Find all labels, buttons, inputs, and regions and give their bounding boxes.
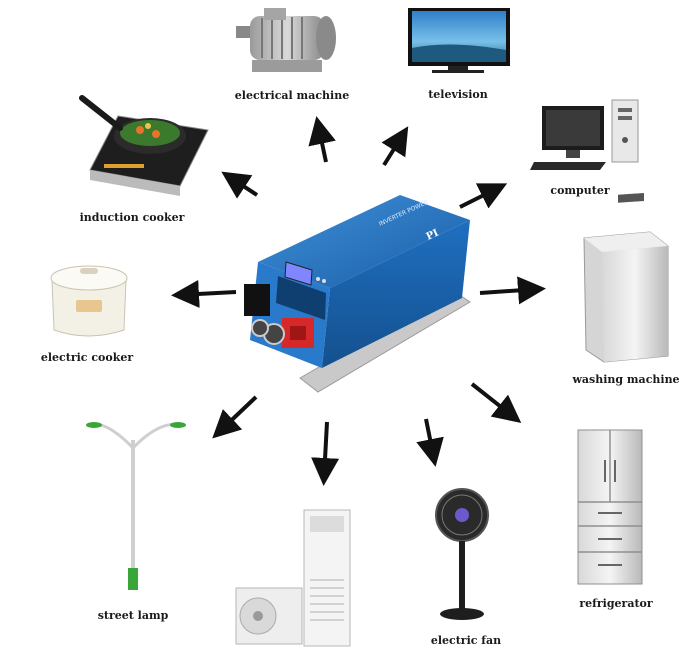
arrow-to-refrigerator xyxy=(470,382,522,423)
inverter-lcd xyxy=(284,261,313,286)
electrical-machine-image xyxy=(236,8,336,72)
arrow-to-street-lamp xyxy=(212,395,258,439)
arrow-to-induction-cooker xyxy=(221,171,259,199)
arrow-to-electrical-machine xyxy=(308,116,336,163)
label-washing-machine: washing machine xyxy=(572,373,680,386)
arrow-to-computer xyxy=(459,183,508,209)
induction-cooker-image xyxy=(79,95,209,196)
inverter-model-badge: PI xyxy=(425,227,441,242)
inverter-button xyxy=(316,277,320,281)
air-conditioner-image xyxy=(235,509,351,647)
cooling-fan xyxy=(251,319,269,337)
electric-fan-image xyxy=(435,488,489,620)
electric-cooker-image xyxy=(50,265,128,337)
inverter-unit: INVERTER POWER PI xyxy=(244,195,471,393)
label-street-lamp: street lamp xyxy=(97,609,169,622)
arrow-to-washing-machine xyxy=(479,276,546,305)
arrow-to-air-conditioner xyxy=(311,421,340,486)
arrow-to-electric-cooker xyxy=(171,279,237,308)
television-image xyxy=(408,8,510,73)
label-electric-cooker: electric cooker xyxy=(40,351,134,364)
inverter-button xyxy=(322,279,326,283)
arrow-to-television xyxy=(381,126,409,167)
label-electric-fan: electric fan xyxy=(430,634,502,647)
refrigerator-image xyxy=(577,429,643,585)
washing-machine-image xyxy=(583,192,669,363)
street-lamp-image xyxy=(86,422,186,590)
label-electrical-machine: electrical machine xyxy=(234,89,350,102)
arrows xyxy=(171,116,546,486)
label-computer: computer xyxy=(550,184,610,197)
label-induction-cooker: induction cooker xyxy=(79,211,185,224)
black-terminal xyxy=(244,284,270,316)
arrow-to-electric-fan xyxy=(416,418,444,467)
label-refrigerator: refrigerator xyxy=(579,597,653,610)
label-television: television xyxy=(428,88,488,101)
computer-image xyxy=(530,99,639,170)
